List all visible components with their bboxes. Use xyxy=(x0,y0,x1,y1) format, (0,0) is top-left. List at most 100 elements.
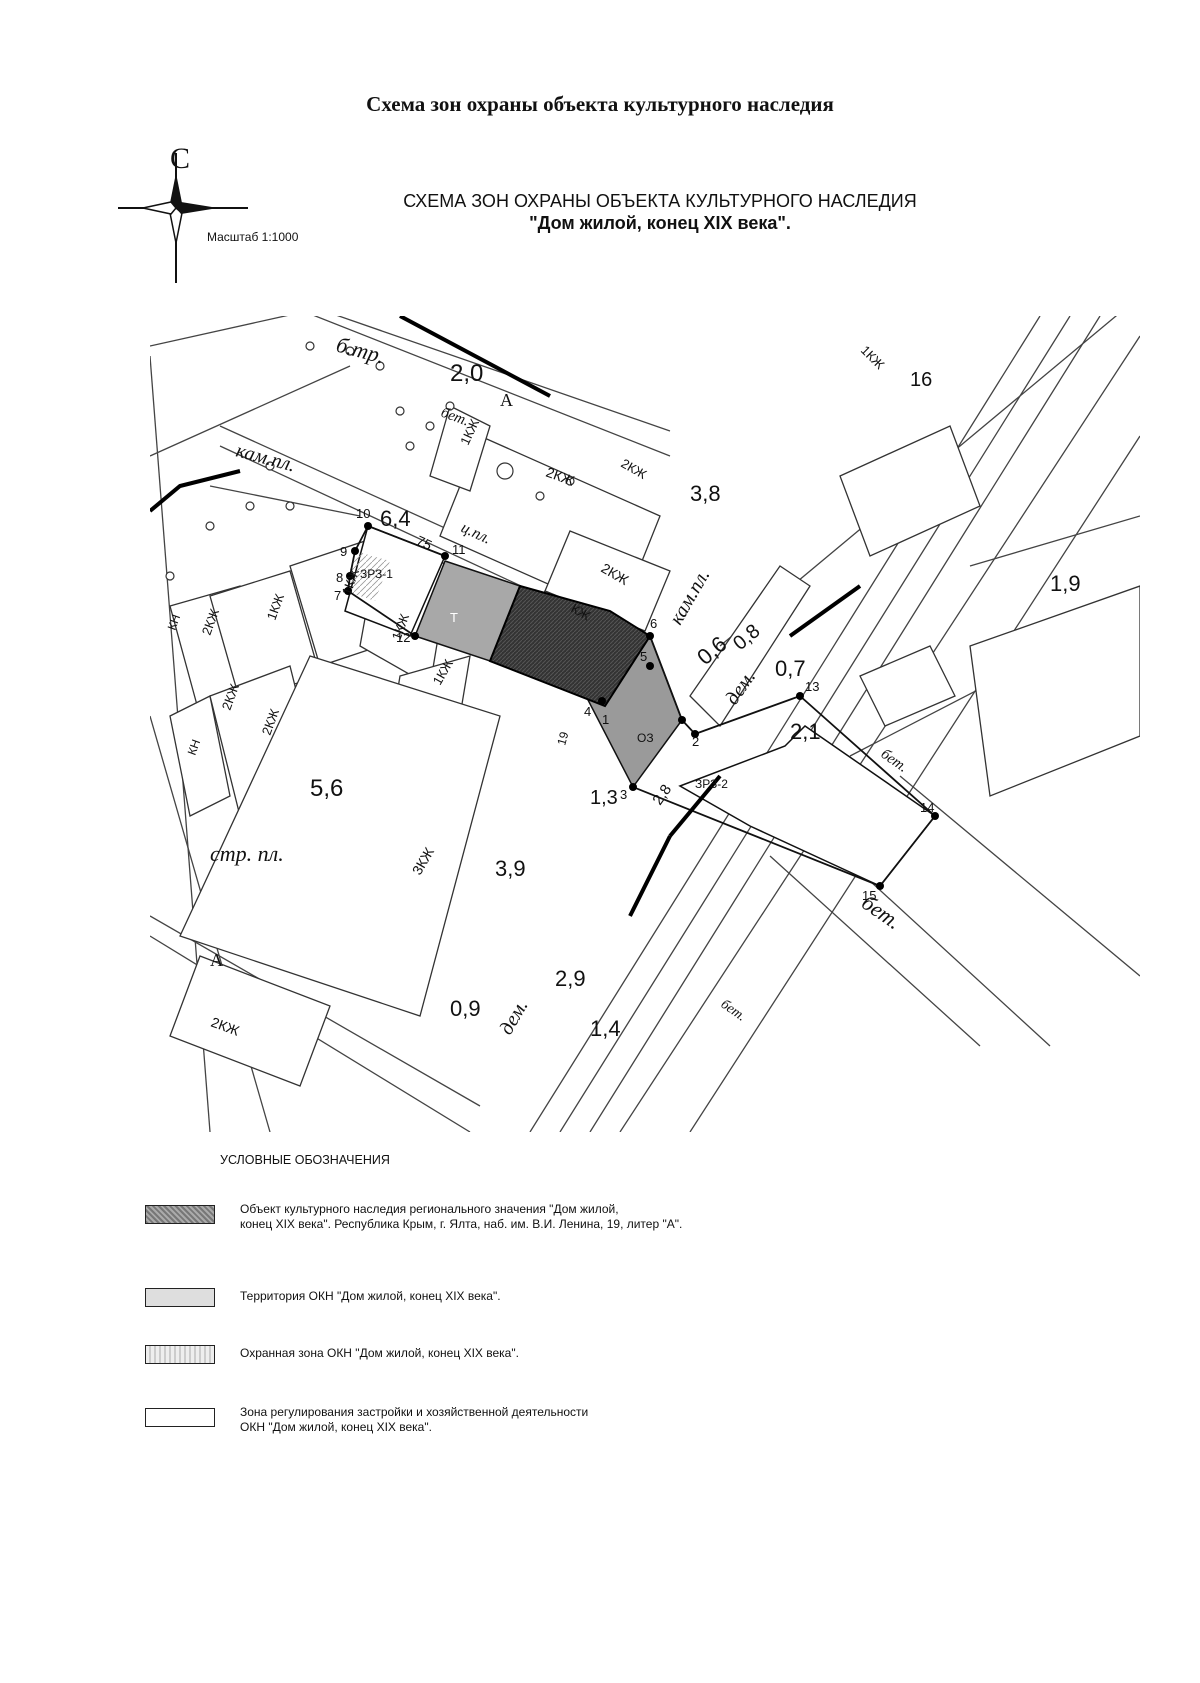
building-kn-lower xyxy=(169,695,231,817)
zone-zrz-1-hatch xyxy=(345,551,390,601)
legend-swatch-okn xyxy=(145,1205,215,1224)
point-label-11: 11 xyxy=(452,542,466,557)
legend-item-okn: Объект культурного наследия региональног… xyxy=(145,1202,945,1242)
legend-text-protection: Охранная зона ОКН "Дом жилой, конец XIX … xyxy=(240,1346,940,1361)
point-label-9: 9 xyxy=(340,544,347,559)
label-elev-5-6: 5,6 xyxy=(310,775,343,802)
point-7 xyxy=(344,587,352,595)
point-label-8: 8 xyxy=(336,570,343,585)
legend-text-territory: Территория ОКН "Дом жилой, конец XIX век… xyxy=(240,1289,940,1304)
label-dem-bottom: дем. xyxy=(495,996,532,1039)
label-a-top: А xyxy=(500,390,513,410)
label-elev-2-0: 2,0 xyxy=(450,360,483,387)
tree-markers xyxy=(165,341,575,581)
point-5 xyxy=(646,662,654,670)
page-title: Схема зон охраны объекта культурного нас… xyxy=(366,92,834,116)
building-label-17: 19 xyxy=(554,730,571,747)
building-bet-right xyxy=(859,645,956,727)
label-kam-pl-right: кам.пл. xyxy=(665,565,714,628)
point-8 xyxy=(346,572,354,580)
point-10 xyxy=(364,522,372,530)
point-6 xyxy=(646,632,654,640)
point-label-6: 6 xyxy=(650,616,657,631)
scheme-title: СХЕМА ЗОН ОХРАНЫ ОБЪЕКТА КУЛЬТУРНОГО НАС… xyxy=(300,190,1020,234)
legend-item-protection: Охранная зона ОКН "Дом жилой, конец XIX … xyxy=(145,1342,945,1382)
legend-regulation-line2: ОКН "Дом жилой, конец XIX века". xyxy=(240,1420,432,1434)
legend-okn-line2: конец XIX века". Республика Крым, г. Ялт… xyxy=(240,1217,683,1231)
label-elev-2-8: 2,8 xyxy=(649,781,675,808)
scheme-title-line1: СХЕМА ЗОН ОХРАНЫ ОБЪЕКТА КУЛЬТУРНОГО НАС… xyxy=(403,191,917,211)
label-elev-6-4: 6,4 xyxy=(380,506,411,531)
label-elev-2-1: 2,1 xyxy=(790,719,821,744)
legend-protection-line1: Охранная зона ОКН "Дом жилой, конец XIX … xyxy=(240,1346,519,1360)
building-0-right xyxy=(839,425,981,557)
building-right xyxy=(969,585,1140,797)
label-elev-1-9: 1,9 xyxy=(1050,571,1081,596)
building-strip xyxy=(689,565,811,728)
boundary-points xyxy=(344,522,939,890)
label-elev-0-9: 0,9 xyxy=(450,996,481,1021)
legend-okn-line1: Объект культурного наследия региональног… xyxy=(240,1202,619,1216)
point-label-15: 15 xyxy=(862,888,876,903)
label-kam-pl-left: кам.пл. xyxy=(234,440,298,477)
map-svg: 1 2 3 4 5 6 7 8 9 10 11 12 13 14 15 Т ОЗ… xyxy=(150,316,1140,1132)
point-1 xyxy=(678,716,686,724)
label-elev-3-8: 3,8 xyxy=(690,481,721,506)
point-label-12: 12 xyxy=(396,630,410,645)
building-label-11: КН xyxy=(185,738,204,758)
building-3kzh xyxy=(179,655,501,1017)
map-scale: Масштаб 1:1000 xyxy=(207,230,299,244)
point-13 xyxy=(796,692,804,700)
zone-zrz-2 xyxy=(678,725,937,887)
point-15 xyxy=(876,882,884,890)
label-elev-3-9: 3,9 xyxy=(495,856,526,881)
legend-swatch-territory xyxy=(145,1288,215,1307)
legend-item-regulation: Зона регулирования застройки и хозяйстве… xyxy=(145,1405,945,1445)
legend-title: УСЛОВНЫЕ ОБОЗНАЧЕНИЯ xyxy=(220,1153,390,1167)
label-elev-2-9: 2,9 xyxy=(555,966,586,991)
north-letter: С xyxy=(170,142,191,175)
point-9 xyxy=(351,547,359,555)
walls xyxy=(150,316,862,917)
legend-text-okn: Объект культурного наследия региональног… xyxy=(240,1202,940,1232)
point-label-2: 2 xyxy=(692,734,699,749)
cadastral-map: 1 2 3 4 5 6 7 8 9 10 11 12 13 14 15 Т ОЗ… xyxy=(150,316,1140,1132)
point-14 xyxy=(931,812,939,820)
label-bet-right: бет. xyxy=(878,746,911,776)
point-label-4: 4 xyxy=(584,704,591,719)
point-label-7: 7 xyxy=(334,588,341,603)
point-4 xyxy=(598,697,606,705)
label-str-pl: стр. пл. xyxy=(210,841,284,866)
label-bet-small: бет. xyxy=(718,997,749,1025)
scheme-title-line2: "Дом жилой, конец XIX века". xyxy=(529,213,791,233)
building-2kzh-bottom xyxy=(169,955,331,1087)
building-label-10: КН xyxy=(165,613,184,633)
point-label-1: 1 xyxy=(602,712,609,727)
point-2 xyxy=(691,730,699,738)
label-16: 16 xyxy=(910,369,932,391)
building-1kzh-top xyxy=(429,405,491,492)
point-label-14: 14 xyxy=(920,800,934,815)
point-3 xyxy=(629,783,637,791)
legend-item-territory: Территория ОКН "Дом жилой, конец XIX век… xyxy=(145,1285,945,1325)
label-b-str-top: б.тр. xyxy=(334,332,388,369)
label-elev-0-7: 0,7 xyxy=(775,656,806,681)
label-elev-1-3: 1,3 xyxy=(590,787,618,809)
label-elev-1-4: 1,4 xyxy=(590,1016,621,1041)
point-label-13: 13 xyxy=(805,679,819,694)
legend-text-regulation: Зона регулирования застройки и хозяйстве… xyxy=(240,1405,940,1435)
point-12 xyxy=(411,632,419,640)
zone-label-territory: Т xyxy=(450,610,458,625)
building-label-3: 1КЖ xyxy=(858,343,888,373)
label-75: 75 xyxy=(414,532,435,553)
building-label-15: 2КЖ xyxy=(619,456,650,482)
zone-label-protection: ОЗ xyxy=(637,731,654,745)
zone-label-zrz-1: ЗРЗ-1 xyxy=(360,567,393,581)
point-label-5: 5 xyxy=(640,649,647,664)
okn-object xyxy=(488,584,652,708)
legend-regulation-line1: Зона регулирования застройки и хозяйстве… xyxy=(240,1405,589,1419)
legend-territory-line1: Территория ОКН "Дом жилой, конец XIX век… xyxy=(240,1289,501,1303)
buildings xyxy=(169,405,1140,1087)
legend-swatch-protection xyxy=(145,1345,215,1364)
point-label-10: 10 xyxy=(356,506,370,521)
